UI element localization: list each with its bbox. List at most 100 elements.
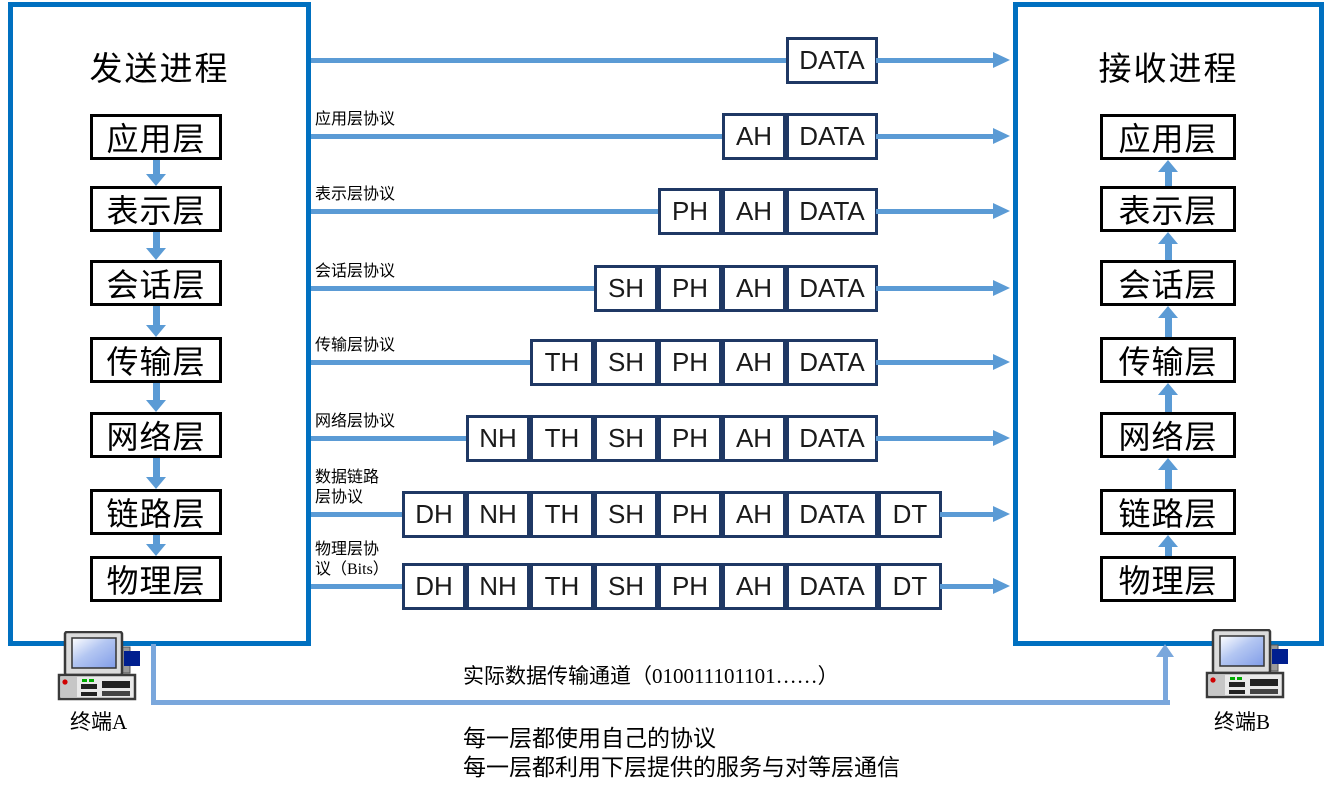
row-6-arrow-shaft bbox=[876, 436, 993, 441]
layer-box-receiver-7: 物理层 bbox=[1100, 556, 1236, 602]
up-arrow-icon bbox=[1158, 458, 1178, 489]
row-5-arrow-shaft bbox=[876, 360, 993, 365]
arrow-shaft bbox=[152, 306, 160, 326]
pdu-cell-ph: PH bbox=[658, 339, 722, 386]
pdu-cell-th: TH bbox=[530, 339, 594, 386]
row-7-arrow-shaft bbox=[940, 512, 993, 517]
channel-label: 实际数据传输通道（010011101101……） bbox=[463, 664, 839, 688]
arrow-shaft bbox=[1164, 546, 1172, 556]
pdu-cell-ah: AH bbox=[722, 339, 786, 386]
row-4-arrow-shaft bbox=[876, 286, 993, 291]
layer-box-sender-3: 会话层 bbox=[90, 260, 222, 306]
protocol-label-row-7: 数据链路层协议 bbox=[315, 469, 380, 506]
pdu-cell-sh: SH bbox=[594, 265, 658, 312]
up-arrow-icon bbox=[1158, 232, 1178, 260]
row-3-line bbox=[311, 209, 660, 214]
layer-box-receiver-6: 链路层 bbox=[1100, 489, 1236, 535]
pdu-cell-data: DATA bbox=[786, 339, 878, 386]
down-arrow-icon bbox=[146, 306, 166, 337]
down-arrow-icon bbox=[146, 160, 166, 186]
pdu-cell-sh: SH bbox=[594, 563, 658, 610]
note-service: 每一层都利用下层提供的服务与对等层通信 bbox=[463, 755, 900, 780]
pdu-cell-nh: NH bbox=[466, 491, 530, 538]
sender-title: 发送进程 bbox=[89, 52, 230, 88]
row-1-right-arrow-icon bbox=[993, 52, 1010, 68]
pdu-cell-data: DATA bbox=[786, 563, 878, 610]
protocol-label-row-5: 传输层协议 bbox=[315, 337, 396, 354]
pdu-cell-dh: DH bbox=[402, 491, 466, 538]
up-arrow-icon bbox=[1158, 383, 1178, 412]
pdu-cell-ph: PH bbox=[658, 415, 722, 462]
pdu-cell-ph: PH bbox=[658, 188, 722, 235]
arrow-shaft bbox=[1164, 171, 1172, 186]
row-8-line bbox=[311, 584, 404, 589]
arrow-head bbox=[146, 400, 166, 412]
pdu-cell-ah: AH bbox=[722, 415, 786, 462]
layer-box-sender-1: 应用层 bbox=[90, 114, 222, 160]
layer-box-sender-4: 传输层 bbox=[90, 337, 222, 383]
arrow-shaft bbox=[1164, 243, 1172, 260]
terminal-b-label: 终端B bbox=[1214, 710, 1271, 734]
pdu-cell-data: DATA bbox=[786, 491, 878, 538]
pdu-cell-ph: PH bbox=[658, 563, 722, 610]
layer-box-sender-7: 物理层 bbox=[90, 556, 222, 602]
arrow-head bbox=[1158, 160, 1178, 172]
pdu-cell-th: TH bbox=[530, 491, 594, 538]
pdu-cell-nh: NH bbox=[466, 563, 530, 610]
note-protocol: 每一层都使用自己的协议 bbox=[463, 726, 716, 751]
row-4-line bbox=[311, 286, 596, 291]
arrow-head bbox=[1158, 306, 1178, 318]
up-arrow-icon bbox=[1158, 160, 1178, 186]
down-arrow-icon bbox=[146, 458, 166, 489]
pdu-cell-dt: DT bbox=[878, 563, 942, 610]
arrow-head bbox=[146, 544, 166, 556]
arrow-shaft bbox=[152, 160, 160, 175]
layer-box-receiver-4: 传输层 bbox=[1100, 337, 1236, 383]
row-8-arrow-shaft bbox=[940, 584, 993, 589]
row-6-right-arrow-icon bbox=[993, 430, 1010, 446]
protocol-label-row-2: 应用层协议 bbox=[315, 111, 396, 128]
pdu-cell-th: TH bbox=[530, 563, 594, 610]
down-arrow-icon bbox=[146, 535, 166, 556]
arrow-head bbox=[1158, 535, 1178, 547]
row-2-line bbox=[311, 134, 724, 139]
pdu-cell-nh: NH bbox=[466, 415, 530, 462]
layer-box-receiver-5: 网络层 bbox=[1100, 412, 1236, 458]
arrow-head bbox=[1158, 232, 1178, 244]
channel-line-horizontal bbox=[151, 700, 1170, 705]
layer-box-receiver-3: 会话层 bbox=[1100, 260, 1236, 306]
row-4-right-arrow-icon bbox=[993, 280, 1010, 296]
row-1-arrow-shaft bbox=[876, 58, 993, 63]
desktop-computer-icon bbox=[57, 631, 140, 701]
arrow-head bbox=[146, 174, 166, 186]
row-7-right-arrow-icon bbox=[993, 506, 1010, 522]
pdu-cell-ph: PH bbox=[658, 265, 722, 312]
channel-up-arrow-icon bbox=[1156, 644, 1174, 657]
arrow-shaft bbox=[152, 458, 160, 478]
protocol-label-row-3: 表示层协议 bbox=[315, 186, 396, 203]
arrow-head bbox=[146, 248, 166, 260]
arrow-shaft bbox=[1164, 317, 1172, 337]
arrow-head bbox=[1158, 383, 1178, 395]
row-6-line bbox=[311, 436, 468, 441]
layer-box-sender-6: 链路层 bbox=[90, 489, 222, 535]
down-arrow-icon bbox=[146, 232, 166, 260]
arrow-head bbox=[146, 325, 166, 337]
arrow-shaft bbox=[152, 535, 160, 545]
channel-line-left bbox=[151, 644, 156, 705]
protocol-label-row-8: 物理层协议（Bits） bbox=[315, 541, 389, 578]
down-arrow-icon bbox=[146, 383, 166, 412]
row-2-right-arrow-icon bbox=[993, 128, 1010, 144]
sender-panel bbox=[8, 2, 311, 646]
row-2-arrow-shaft bbox=[876, 134, 993, 139]
pdu-cell-ah: AH bbox=[722, 491, 786, 538]
row-5-right-arrow-icon bbox=[993, 354, 1010, 370]
arrow-shaft bbox=[1164, 469, 1172, 489]
pdu-cell-sh: SH bbox=[594, 339, 658, 386]
